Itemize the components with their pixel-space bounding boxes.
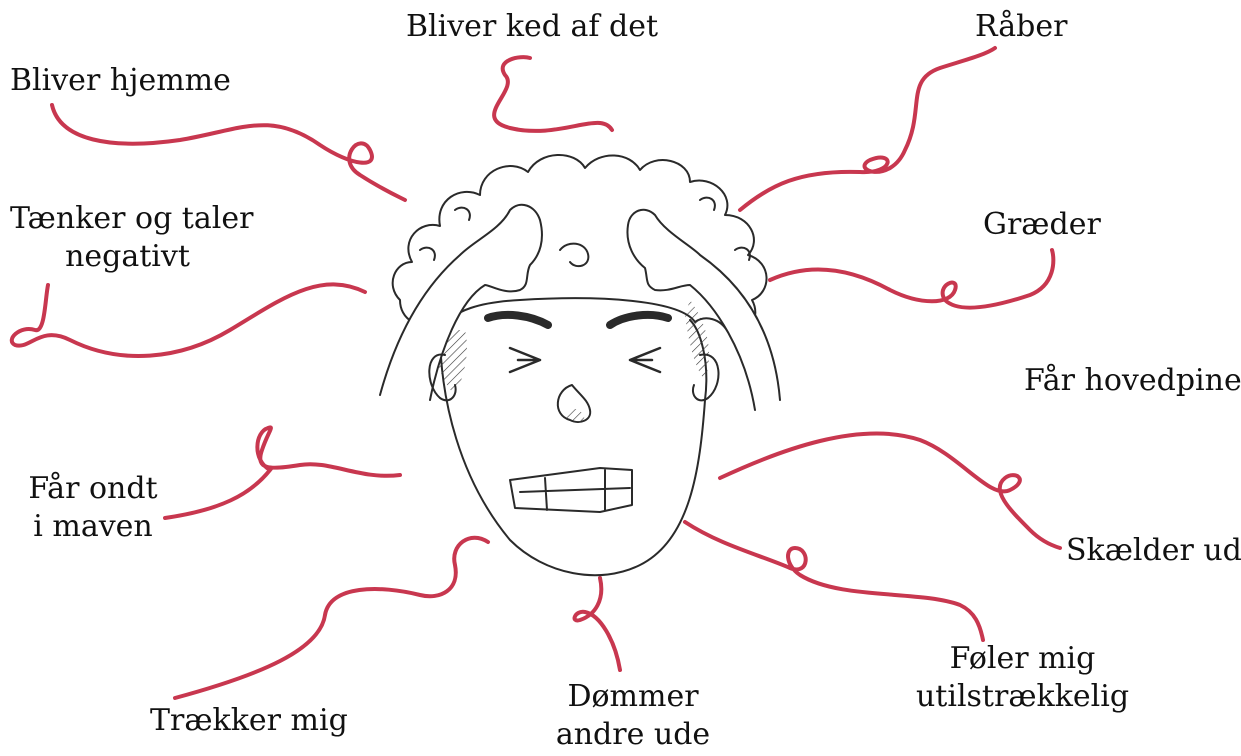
label-graeder: Græder xyxy=(983,206,1101,244)
label-traekker: Trækker mig xyxy=(150,702,348,740)
connector-graeder xyxy=(770,250,1053,308)
connector-bliver-hjemme xyxy=(52,105,405,200)
connector-tanker xyxy=(12,284,365,356)
connector-ondt xyxy=(165,427,400,518)
label-foler-line1: Føler mig xyxy=(915,640,1130,678)
connector-dommer xyxy=(575,578,620,670)
label-tanker: Tænker og taler negativt xyxy=(10,200,245,276)
label-bliver-ked: Bliver ked af det xyxy=(406,8,658,46)
label-hovedpine: Får hovedpine xyxy=(1024,362,1241,400)
eye-right xyxy=(630,348,660,372)
connector-lines xyxy=(12,48,1060,698)
connector-skaelder xyxy=(720,434,1060,548)
connector-foler xyxy=(685,522,983,640)
label-ondt-line2: i maven xyxy=(18,508,168,546)
label-raaber: Råber xyxy=(975,8,1067,46)
eyebrow-left xyxy=(488,315,548,325)
connector-raaber xyxy=(740,48,995,210)
label-skaelder: Skælder ud xyxy=(1066,532,1241,570)
eyebrow-right xyxy=(610,315,668,325)
label-tanker-line1: Tænker og taler xyxy=(10,200,245,238)
connector-traekker xyxy=(175,538,488,698)
label-bliver-hjemme: Bliver hjemme xyxy=(10,62,231,100)
label-tanker-line2: negativt xyxy=(10,238,245,276)
label-foler-line2: utilstrækkelig xyxy=(915,678,1130,716)
label-ondt-line1: Får ondt xyxy=(18,470,168,508)
label-dommer-line2: andre ude xyxy=(548,716,718,754)
label-foler: Føler mig utilstrækkelig xyxy=(915,640,1130,716)
connector-bliver-ked xyxy=(494,57,612,131)
eye-left xyxy=(510,348,540,372)
stressed-face-icon xyxy=(380,155,780,575)
label-ondt: Får ondt i maven xyxy=(18,470,168,546)
label-dommer-line1: Dømmer xyxy=(548,678,718,716)
label-dommer: Dømmer andre ude xyxy=(548,678,718,754)
